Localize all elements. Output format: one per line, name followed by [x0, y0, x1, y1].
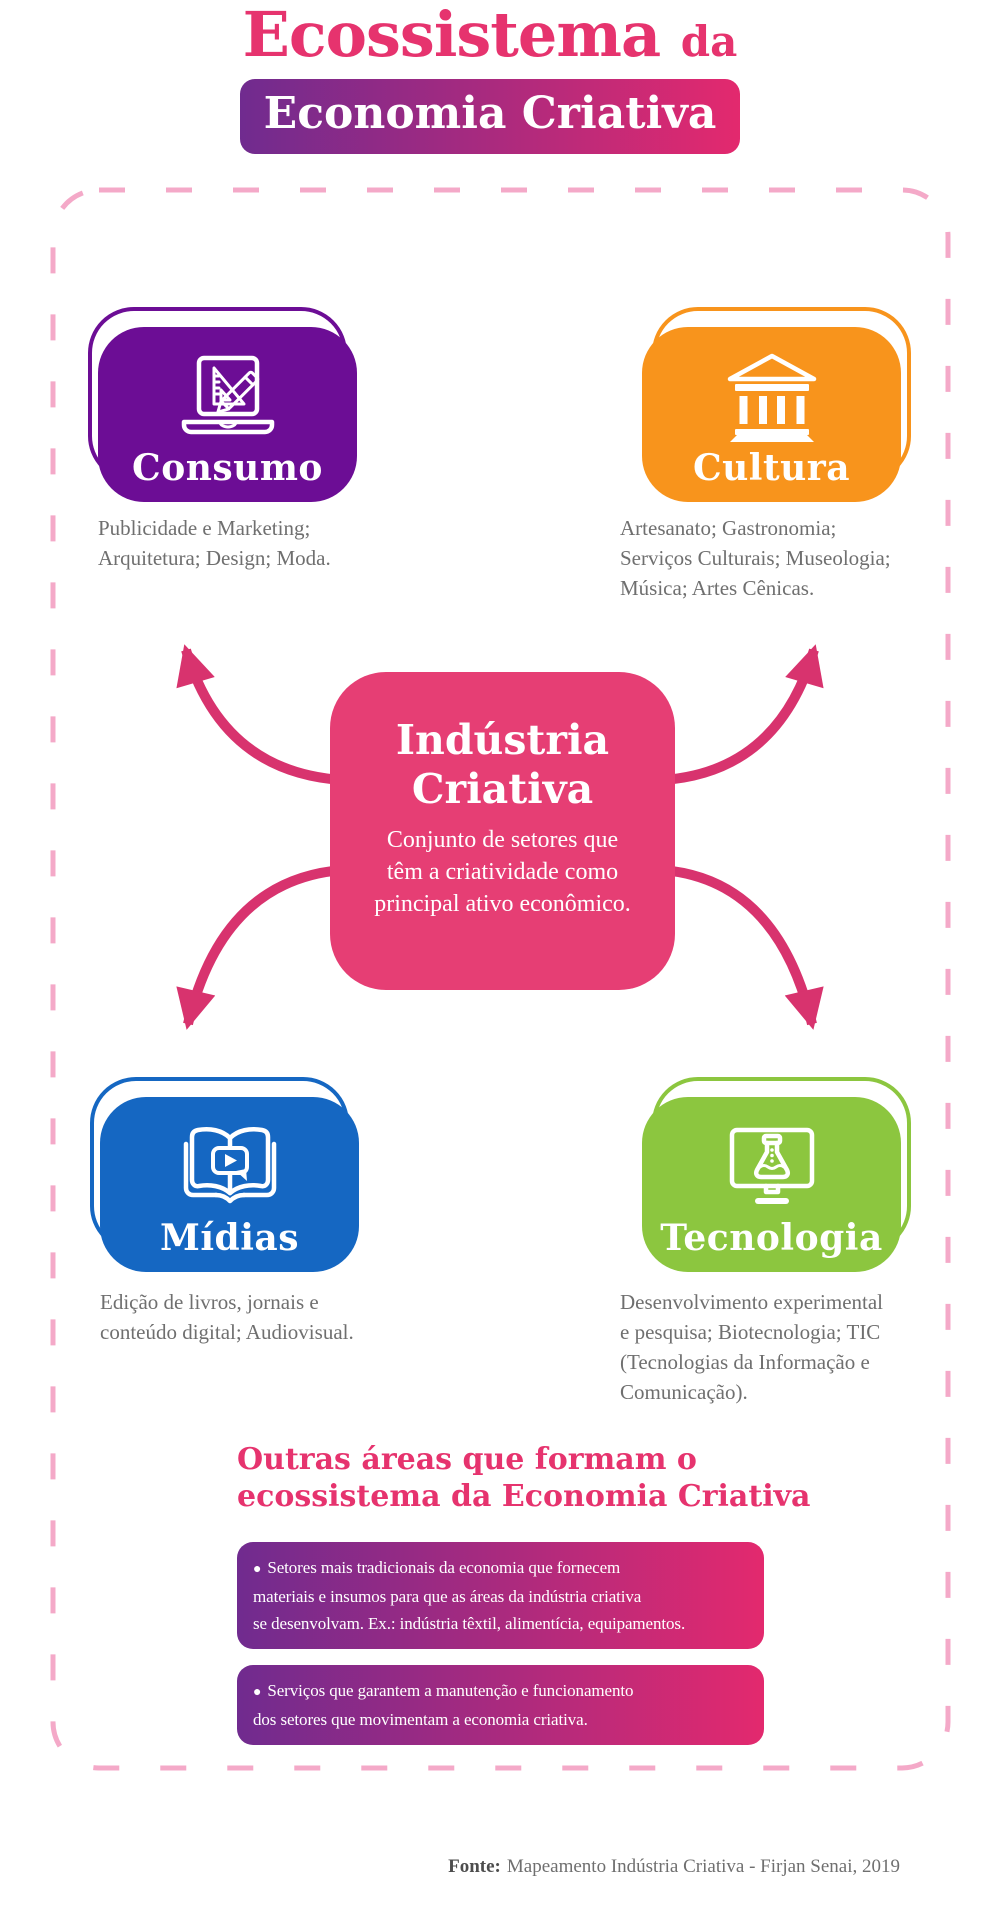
museum-icon: [727, 353, 816, 442]
source-note: Fonte:Mapeamento Indústria Criativa - Fi…: [448, 1856, 900, 1878]
title-badge: Economia Criativa: [239, 79, 741, 154]
page-title: Ecossistema da Economia Criativa: [0, 0, 980, 154]
card-tecnologia: Tecnologia: [642, 1077, 911, 1272]
card-label: Cultura: [692, 447, 851, 489]
banner-setores-tradicionais: ●Setores mais tradicionais da economia q…: [237, 1542, 764, 1649]
card-description-tecnologia: Desenvolvimento experimental e pesquisa;…: [620, 1290, 884, 1404]
card-label: Tecnologia: [660, 1217, 883, 1259]
arrow-top-left: [176, 644, 343, 785]
book-media-icon: [183, 1127, 276, 1204]
source-label: Fonte:: [448, 1856, 501, 1877]
card-face-tecnologia: Tecnologia: [642, 1097, 901, 1272]
monitor-flask-icon: [729, 1127, 814, 1204]
outras-areas-banners: ●Setores mais tradicionais da economia q…: [237, 1542, 764, 1745]
center-title: Indústria Criativa: [395, 716, 610, 813]
card-consumo: Consumo: [88, 307, 357, 502]
arrow-top-right: [662, 644, 824, 785]
center-description: Conjunto de setores que têm a criativida…: [374, 827, 631, 917]
outras-areas-heading: Outras áreas que formam o ecossistema da…: [237, 1442, 811, 1514]
card-face-consumo: Consumo: [98, 327, 357, 502]
card-description-consumo: Publicidade e Marketing; Arquitetura; De…: [98, 516, 331, 570]
bullet-icon: ●: [253, 1685, 262, 1700]
bullet-icon: ●: [253, 1562, 262, 1577]
title-main-text: Ecossistema: [242, 0, 661, 71]
laptop-design-icon: [181, 355, 274, 435]
title-line-1: Ecossistema da: [0, 0, 980, 77]
arrow-bottom-right: [662, 865, 824, 1030]
banner-servicos: ●Serviços que garantem a manutenção e fu…: [237, 1665, 764, 1745]
card-face-cultura: Cultura: [642, 327, 901, 502]
industria-criativa-box: Indústria Criativa Conjunto de setores q…: [330, 672, 675, 990]
card-label: Consumo: [132, 447, 323, 489]
arrow-bottom-left: [176, 865, 343, 1030]
card-description-midias: Edição de livros, jornais e conteúdo dig…: [100, 1290, 354, 1344]
card-midias: Mídias: [90, 1077, 359, 1272]
card-face-midias: Mídias: [100, 1097, 359, 1272]
card-description-cultura: Artesanato; Gastronomia; Serviços Cultur…: [620, 516, 891, 600]
source-text: Mapeamento Indústria Criativa - Firjan S…: [506, 1856, 900, 1877]
card-cultura: Cultura: [642, 307, 911, 502]
card-label: Mídias: [160, 1217, 299, 1259]
title-small-text: da: [680, 17, 738, 66]
